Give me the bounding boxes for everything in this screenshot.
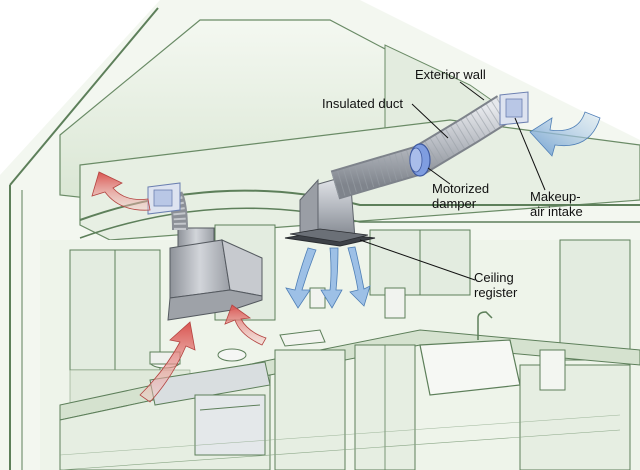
label-motorized-damper: Motorized damper [432,181,489,211]
label-insulated-duct: Insulated duct [322,96,403,111]
kitchen-area [40,225,640,470]
label-makeup-air-intake: Makeup- air intake [530,189,583,219]
exhaust-wall-vent [148,183,180,214]
label-exterior-wall: Exterior wall [415,67,486,82]
label-ceiling-register: Ceiling register [474,270,517,300]
makeup-air-intake [500,92,528,125]
motorized-damper [410,144,430,176]
